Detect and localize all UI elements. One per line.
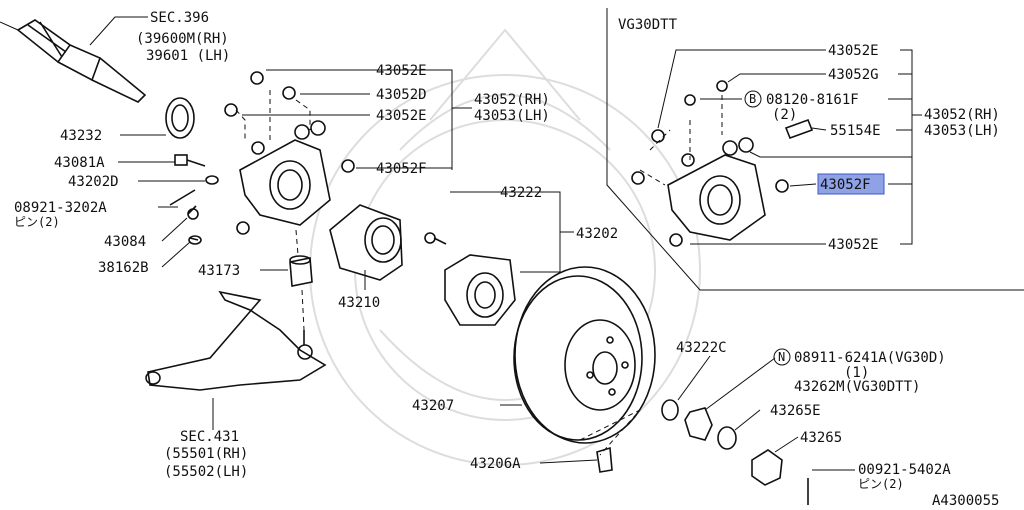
figure-code: A4300055: [932, 493, 999, 509]
label-43052e-1[interactable]: 43052E: [376, 63, 427, 79]
svg-text:N: N: [778, 350, 785, 364]
hub-43210: [329, 204, 403, 281]
bushing-nuts-left: [224, 71, 355, 173]
label-sec431: SEC.431: [180, 429, 239, 445]
variant-frame: [606, 8, 1024, 291]
washer-nut-stack: [661, 399, 809, 505]
label-08911-6241a[interactable]: 08911-6241A(VG30D): [794, 350, 946, 366]
variant-title: VG30DTT: [618, 17, 678, 33]
label-43081a[interactable]: 43081A: [54, 155, 105, 171]
label-r-43052f[interactable]: 43052F: [820, 177, 871, 193]
assembly-lines-left: [235, 90, 641, 456]
marker-b: B: [744, 90, 762, 108]
label-43262m[interactable]: 43262M(VG30DTT): [794, 379, 920, 395]
label-r-43052g[interactable]: 43052G: [828, 67, 879, 83]
label-39601: 39601 (LH): [146, 48, 230, 64]
label-43052e-2[interactable]: 43052E: [376, 108, 427, 124]
label-r-43052-rh[interactable]: 43052(RH): [924, 107, 1000, 123]
label-43202[interactable]: 43202: [576, 226, 618, 242]
plug-43206a: [596, 446, 613, 473]
hub-flange-43202: [424, 232, 516, 326]
seal-43232: [165, 97, 195, 139]
label-43052d[interactable]: 43052D: [376, 87, 427, 103]
drive-shaft: [0, 19, 147, 103]
label-08921-3202a[interactable]: 08921-3202A: [14, 200, 107, 216]
marker-n: N: [773, 348, 791, 366]
label-43202d[interactable]: 43202D: [68, 174, 119, 190]
label-43206a[interactable]: 43206A: [470, 456, 521, 472]
label-55501: (55501(RH): [164, 446, 248, 462]
label-r-08120-qty: (2): [772, 107, 797, 123]
label-43210[interactable]: 43210: [338, 295, 380, 311]
svg-text:B: B: [749, 92, 756, 106]
label-38162b[interactable]: 38162B: [98, 260, 149, 276]
label-55502: (55502(LH): [164, 464, 248, 480]
label-39600m: (39600M(RH): [136, 31, 229, 47]
leader-lines: [89, 16, 922, 471]
knuckle-housing: [236, 120, 331, 235]
label-pin-qty-b: ピン(2): [858, 477, 904, 491]
label-08911-qty: (1): [844, 365, 869, 381]
label-43222[interactable]: 43222: [500, 185, 542, 201]
label-43052f-1[interactable]: 43052F: [376, 161, 427, 177]
label-43053-lh[interactable]: 43053(LH): [474, 108, 550, 124]
bolt-43081a: [169, 154, 219, 245]
label-43052-rh[interactable]: 43052(RH): [474, 92, 550, 108]
label-r-43052e-2[interactable]: 43052E: [828, 237, 879, 253]
label-43173[interactable]: 43173: [198, 263, 240, 279]
label-43265e[interactable]: 43265E: [770, 403, 821, 419]
label-43207[interactable]: 43207: [412, 398, 454, 414]
brake-disc-43207: [513, 266, 656, 444]
label-43084[interactable]: 43084: [104, 234, 146, 250]
label-r-43052e-1[interactable]: 43052E: [828, 43, 879, 59]
label-r-43053-lh[interactable]: 43053(LH): [924, 123, 1000, 139]
selected-part-highlight: [817, 173, 885, 195]
lower-arm: [145, 290, 327, 391]
label-43265[interactable]: 43265: [800, 430, 842, 446]
label-pin-qty-a: ピン(2): [14, 215, 60, 229]
label-sec396: SEC.396: [150, 10, 209, 26]
label-r-55154e[interactable]: 55154E: [830, 123, 881, 139]
bump-stop-43173: [289, 255, 313, 287]
label-00921-5402a[interactable]: 00921-5402A: [858, 462, 951, 478]
knuckle-housing-variant: [631, 80, 814, 247]
label-43222c[interactable]: 43222C: [676, 340, 727, 356]
label-r-08120-8161f[interactable]: 08120-8161F: [766, 92, 859, 108]
assembly-lines-right: [639, 95, 723, 186]
label-43232[interactable]: 43232: [60, 128, 102, 144]
